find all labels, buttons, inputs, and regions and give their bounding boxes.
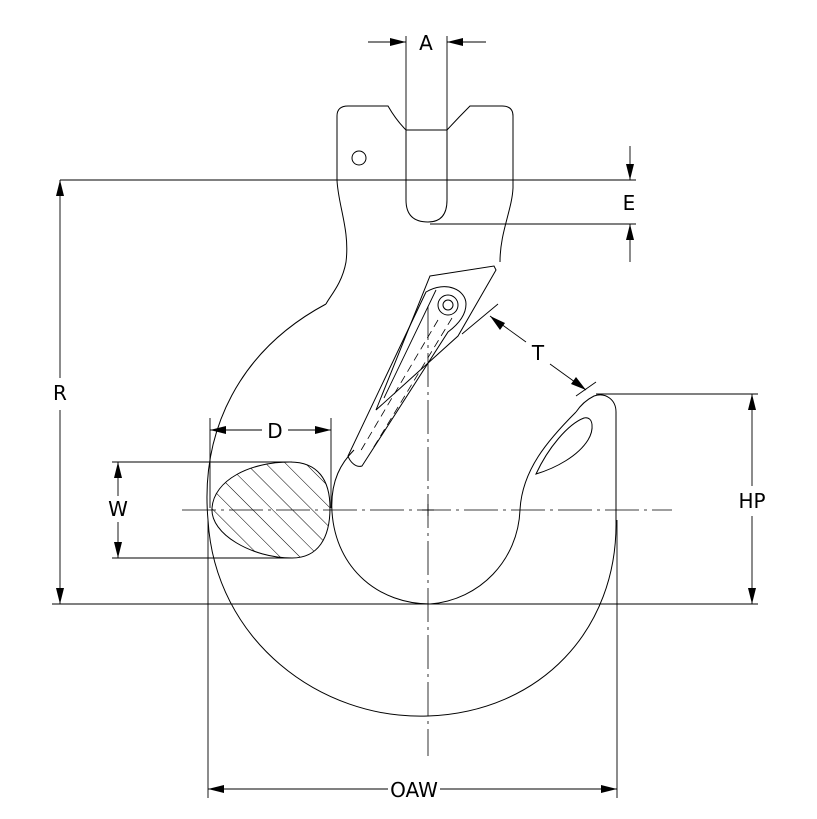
dimension-oaw (207, 520, 618, 798)
dimension-w (112, 461, 292, 559)
label-hp: HP (738, 489, 765, 513)
label-e: E (623, 191, 636, 215)
tip-cutout (535, 417, 593, 475)
label-t: T (531, 341, 545, 365)
label-r: R (53, 381, 67, 405)
eye-slot (405, 129, 448, 223)
dimension-a (368, 36, 486, 130)
safety-latch (347, 265, 497, 467)
dimension-hp (596, 393, 758, 604)
pin-hole-icon (351, 150, 367, 166)
center-lines (182, 306, 672, 756)
hook-body-outline (206, 105, 617, 717)
dimension-r (52, 180, 758, 605)
label-a: A (419, 31, 433, 55)
dimension-t (461, 303, 597, 397)
dimension-labels: A E T R D W HP OAW (53, 31, 766, 802)
dimension-e (60, 146, 636, 262)
dimension-d (209, 418, 332, 508)
label-d: D (267, 419, 282, 443)
label-w: W (108, 497, 128, 521)
label-oaw: OAW (390, 778, 438, 802)
